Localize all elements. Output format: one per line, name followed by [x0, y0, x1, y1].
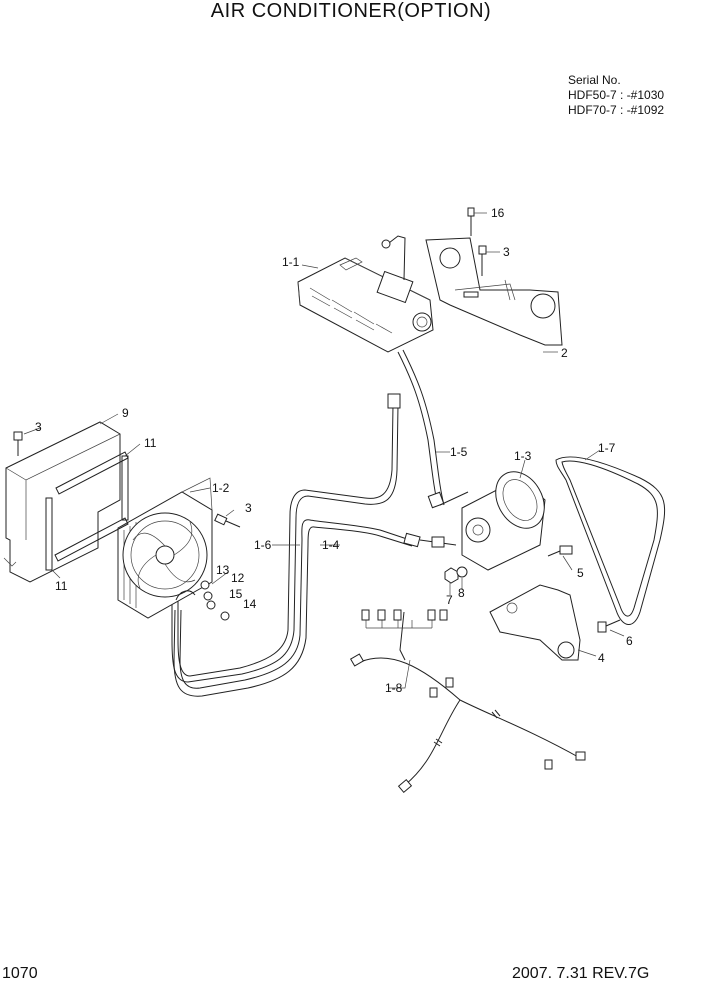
serial-heading: Serial No. — [568, 73, 621, 87]
hose-1-6 — [173, 519, 457, 697]
page-number: 1070 — [2, 965, 38, 982]
serial-line-hdf70: HDF70-7 : -#1092 — [568, 103, 665, 117]
revision-date: 2007. 7.31 REV.7G — [512, 965, 650, 982]
callout-11-top: 11 — [144, 436, 157, 450]
callout-8: 8 — [458, 586, 465, 600]
bolt-16 — [467, 207, 475, 236]
drive-belt — [555, 456, 666, 625]
washer-8 — [456, 566, 468, 578]
callout-6: 6 — [626, 634, 633, 648]
fittings-12-15 — [175, 580, 230, 621]
page-title: AIR CONDITIONER(OPTION) — [210, 0, 492, 22]
callout-1-3: 1-3 — [514, 449, 532, 463]
cover-panel — [3, 421, 121, 583]
callout-2: 2 — [561, 346, 568, 360]
callout-3-top: 3 — [503, 245, 510, 259]
callout-11-bottom: 11 — [55, 579, 68, 593]
callout-12: 12 — [231, 571, 245, 585]
callout-13: 13 — [216, 563, 230, 577]
serial-line-hdf50: HDF50-7 : -#1030 — [568, 88, 665, 102]
mounting-bracket — [425, 237, 563, 346]
callout-16: 16 — [491, 206, 505, 220]
callout-3-right: 3 — [245, 501, 252, 515]
callout-1-6: 1-6 — [254, 538, 272, 552]
callout-15: 15 — [229, 587, 243, 601]
callout-1-1: 1-1 — [282, 255, 300, 269]
callout-1-5: 1-5 — [450, 445, 468, 459]
callout-14: 14 — [243, 597, 257, 611]
condenser-fan-assembly — [117, 477, 213, 619]
hose-1-4 — [171, 393, 401, 683]
leader-lines — [23, 212, 625, 689]
bolt-6 — [597, 619, 621, 633]
bolt-3-left — [13, 431, 23, 456]
callout-5: 5 — [577, 566, 584, 580]
callout-3-left: 3 — [35, 420, 42, 434]
callout-7: 7 — [446, 593, 453, 607]
callout-4: 4 — [598, 651, 605, 665]
wire-harness — [349, 609, 586, 793]
callout-1-7: 1-7 — [598, 441, 616, 455]
nut-7 — [444, 567, 459, 584]
bolt-3-top — [478, 245, 487, 276]
compressor-bracket — [489, 584, 581, 661]
callout-1-8: 1-8 — [385, 681, 403, 695]
callout-9: 9 — [122, 406, 129, 420]
compressor — [461, 471, 546, 571]
callout-1-4: 1-4 — [322, 538, 340, 552]
callout-1-2: 1-2 — [212, 481, 230, 495]
hose-1-5 — [397, 349, 469, 509]
serial-number-note: Serial No. HDF50-7 : -#1030 HDF70-7 : -#… — [568, 73, 664, 118]
bolt-3-right — [214, 513, 241, 528]
bolt-5 — [547, 545, 573, 557]
evaporator-unit — [297, 235, 434, 353]
